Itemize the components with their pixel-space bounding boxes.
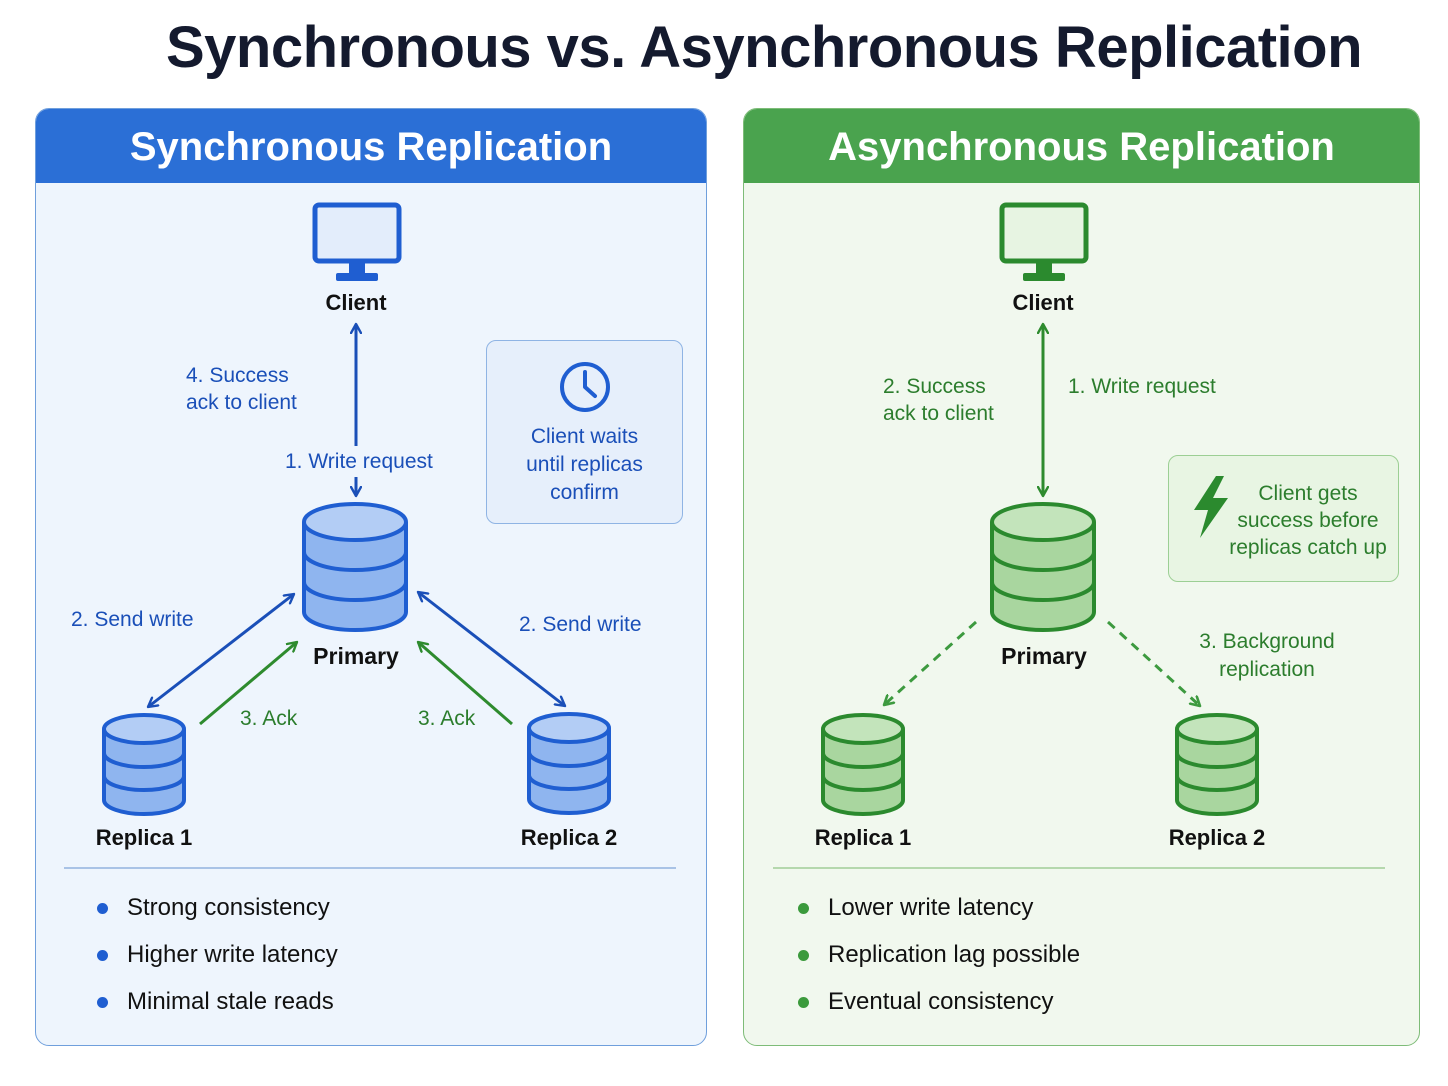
sync-bullet-2: Higher write latency bbox=[97, 941, 338, 969]
async-background-label-line2: replication bbox=[1219, 658, 1315, 681]
sync-send-write-left-arrow bbox=[148, 594, 294, 707]
bullet-dot bbox=[798, 949, 809, 961]
async-primary-label: Primary bbox=[1001, 643, 1087, 669]
sync-ack-left-arrow bbox=[199, 642, 297, 726]
bullet-dot bbox=[97, 902, 108, 914]
sync-send-write-right-label: 2. Send write bbox=[519, 613, 642, 636]
async-divider bbox=[773, 867, 1385, 869]
sync-note-line2: until replicas bbox=[526, 453, 643, 476]
async-write-request-label: 1. Write request bbox=[1068, 375, 1216, 398]
async-success-label-line2: ack to client bbox=[883, 402, 994, 425]
async-bullet-2-text: Replication lag possible bbox=[828, 941, 1081, 968]
async-replica1-database-icon bbox=[821, 713, 905, 816]
async-replica2-label: Replica 2 bbox=[1168, 825, 1266, 850]
async-bullet-3: Eventual consistency bbox=[798, 988, 1053, 1016]
async-bullet-1: Lower write latency bbox=[798, 894, 1033, 922]
sync-success-label-line1: 4. Success bbox=[186, 364, 289, 387]
async-background-label-line1: 3. Background bbox=[1199, 630, 1335, 653]
lightning-icon bbox=[1194, 476, 1228, 538]
async-success-label-line1: 2. Success bbox=[883, 375, 986, 398]
async-replication-left-arrow bbox=[884, 620, 978, 705]
async-panel-header: Asynchronous Replication bbox=[744, 109, 1419, 183]
async-note-line2: success before bbox=[1237, 509, 1379, 532]
sync-send-write-left-label: 2. Send write bbox=[71, 608, 194, 631]
sync-note-line3: confirm bbox=[550, 481, 619, 504]
sync-ack-right-label: 3. Ack bbox=[418, 707, 476, 730]
async-client-monitor-icon bbox=[999, 202, 1089, 281]
async-primary-database-icon bbox=[990, 502, 1096, 632]
bullet-dot bbox=[97, 996, 108, 1008]
sync-client-monitor-icon bbox=[312, 202, 402, 281]
bullet-dot bbox=[97, 949, 108, 961]
async-replica1-label: Replica 1 bbox=[814, 825, 912, 850]
async-note-line3: replicas catch up bbox=[1229, 536, 1387, 559]
sync-bullet-1: Strong consistency bbox=[97, 894, 330, 922]
sync-ack-right-arrow bbox=[418, 642, 513, 726]
sync-replica1-database-icon bbox=[102, 713, 186, 816]
sync-bullet-3-text: Minimal stale reads bbox=[127, 988, 334, 1015]
bullet-dot bbox=[798, 902, 809, 914]
async-replication-right-arrow bbox=[1106, 620, 1200, 706]
async-replica2-database-icon bbox=[1175, 713, 1259, 816]
sync-replica2-label: Replica 2 bbox=[520, 825, 618, 850]
sync-success-label-line2: ack to client bbox=[186, 391, 297, 414]
sync-ack-left-label: 3. Ack bbox=[240, 707, 298, 730]
async-bullet-2: Replication lag possible bbox=[798, 941, 1080, 969]
sync-panel-header: Synchronous Replication bbox=[36, 109, 706, 183]
async-client-label: Client bbox=[1012, 290, 1074, 315]
sync-primary-label: Primary bbox=[313, 643, 399, 669]
sync-bullet-2-text: Higher write latency bbox=[127, 941, 338, 968]
bullet-dot bbox=[798, 996, 809, 1008]
sync-client-label: Client bbox=[325, 290, 387, 315]
async-note-line1: Client gets bbox=[1258, 482, 1358, 505]
sync-note-line1: Client waits bbox=[530, 425, 639, 448]
page-title: Synchronous vs. Asynchronous Replication bbox=[165, 15, 1363, 80]
sync-write-request-label: 1. Write request bbox=[285, 450, 433, 473]
sync-replica1-label: Replica 1 bbox=[95, 825, 193, 850]
sync-replica2-database-icon bbox=[527, 712, 611, 815]
sync-divider bbox=[64, 867, 676, 869]
sync-primary-database-icon bbox=[302, 502, 408, 632]
sync-bullet-1-text: Strong consistency bbox=[127, 894, 330, 921]
async-bullet-3-text: Eventual consistency bbox=[828, 988, 1054, 1015]
clock-icon bbox=[560, 362, 610, 412]
async-bullet-1-text: Lower write latency bbox=[828, 894, 1034, 921]
sync-send-write-right-arrow bbox=[418, 592, 565, 706]
sync-bullet-3: Minimal stale reads bbox=[97, 988, 334, 1016]
